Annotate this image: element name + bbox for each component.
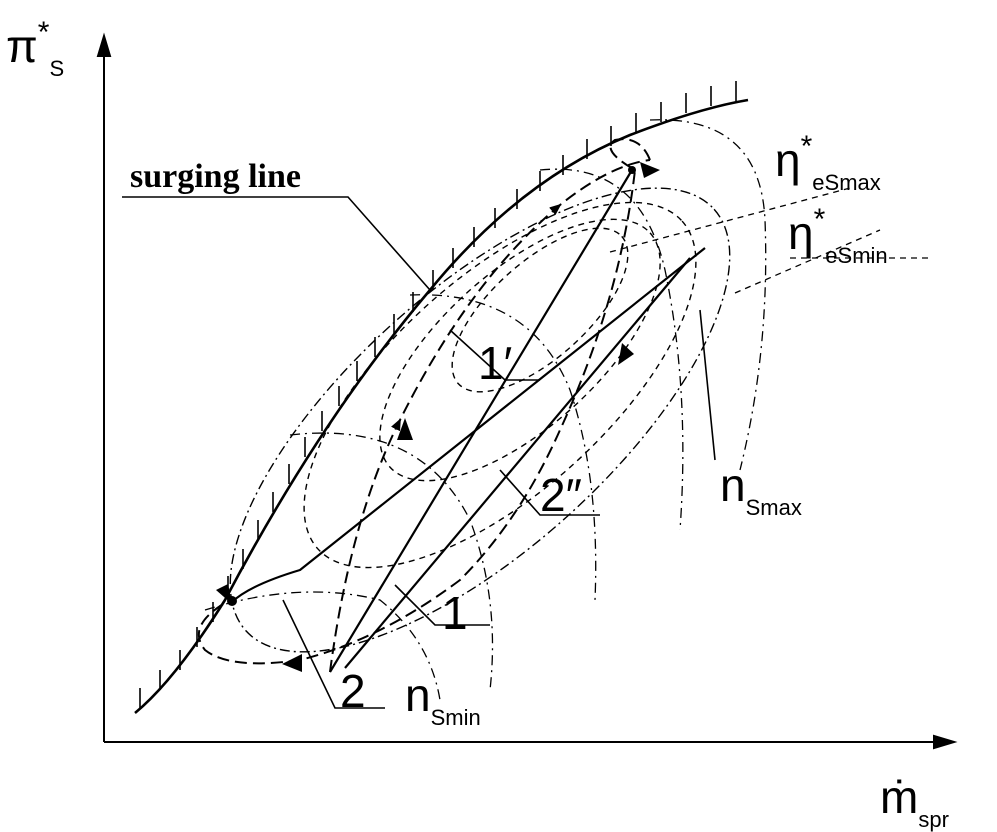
operating-line-1	[231, 247, 706, 603]
arrow-tip-top	[640, 162, 660, 178]
point-1p-label: 1′	[478, 337, 513, 389]
leader-1	[394, 584, 490, 626]
acceleration-trajectory	[329, 159, 651, 673]
deceleration-trajectory	[197, 138, 651, 665]
eta-max-ray	[609, 187, 851, 253]
n-max-symbol: n	[720, 459, 746, 511]
transient-trajectories	[197, 138, 651, 673]
y-axis-symbol: π	[6, 20, 38, 72]
leader-nsmax	[699, 309, 716, 461]
eta-min-sub: eSmin	[825, 243, 888, 268]
x-axis-arrow	[933, 734, 958, 750]
speed-line-nsmin	[204, 591, 441, 701]
efficiency-contour	[379, 218, 661, 482]
efficiency-contour	[451, 227, 629, 393]
eta-max-sub: eSmax	[812, 170, 881, 195]
leader-2pp	[499, 469, 600, 516]
speed-line-nsmax	[649, 119, 767, 471]
n-min-sub: Smin	[430, 705, 481, 730]
efficiency-contour	[229, 187, 731, 653]
axes	[96, 32, 958, 750]
y-axis-arrow	[96, 32, 112, 57]
leader-lines	[122, 196, 716, 709]
eta-min-sup: *	[813, 203, 826, 236]
x-axis-symbol: ṁ	[880, 771, 919, 823]
eta-max-label: η* eSmax	[775, 132, 881, 194]
point-low	[227, 596, 237, 606]
eta-max-sup: *	[800, 130, 813, 163]
operating-line-3	[344, 257, 691, 669]
surging-line-leader	[122, 196, 431, 291]
point-high	[628, 166, 636, 174]
eta-min-ray	[734, 229, 881, 294]
efficiency-rays	[609, 187, 932, 294]
surging-line-label: surging line	[130, 158, 301, 195]
eta-max-symbol: η	[775, 134, 801, 186]
efficiency-contours	[229, 187, 731, 653]
leader-1p	[449, 329, 540, 381]
x-axis-label: ṁspr	[880, 774, 949, 831]
y-axis-sub: S	[49, 56, 65, 81]
eta-min-symbol: η	[788, 207, 814, 259]
arrow-up	[397, 418, 413, 440]
eta-min-label: η* eSmin	[788, 205, 888, 267]
y-axis-label: π* S	[6, 18, 64, 80]
arrow-down-right	[618, 343, 634, 365]
point-2pp-label: 2″	[540, 469, 582, 521]
point-2-label: 2	[340, 665, 366, 717]
n-min-symbol: n	[405, 669, 431, 721]
arrow-down-left	[282, 654, 302, 672]
y-axis-sup: *	[37, 16, 50, 49]
speed-line	[539, 168, 684, 531]
operating-line-2	[329, 169, 633, 673]
x-axis-sub: spr	[918, 807, 949, 832]
n-max-sub: Smax	[745, 495, 802, 520]
point-1-label: 1	[442, 587, 468, 639]
leader-2	[282, 599, 385, 709]
n-min-label: nSmin	[405, 672, 481, 729]
n-max-label: nSmax	[720, 462, 802, 519]
